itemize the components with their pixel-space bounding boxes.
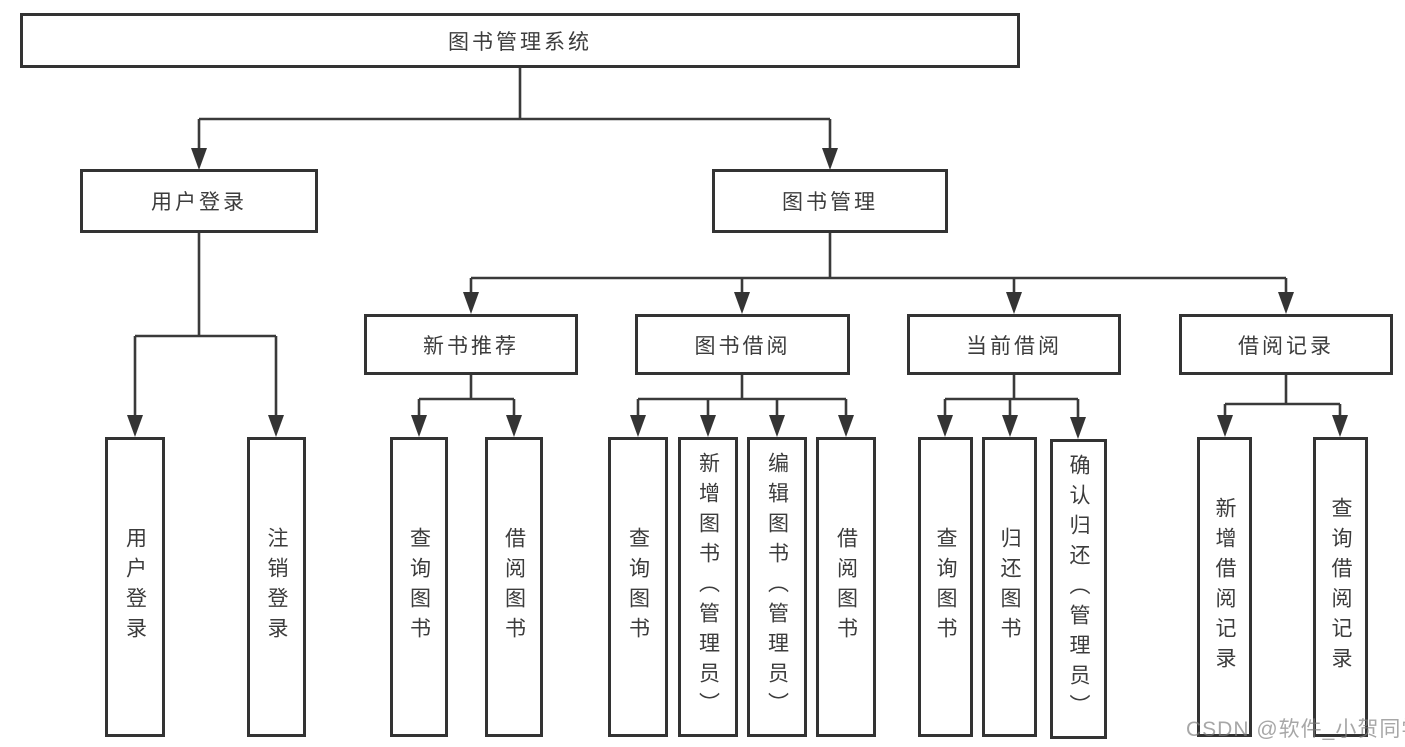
arrowhead-icon xyxy=(268,415,284,437)
leaf-borrowing-edit-books-admin: 编辑图书（管理员） xyxy=(747,437,807,737)
node-borrowing-records-label: 借阅记录 xyxy=(1238,334,1334,358)
leaf-newbook-query-books: 查询图书 xyxy=(390,437,448,737)
leaf-current-query-books: 查询图书 xyxy=(918,437,973,737)
leaf-records-query-borrow-record-label: 查询借阅记录 xyxy=(1329,497,1352,677)
leaf-logout: 注销登录 xyxy=(247,437,306,737)
leaf-borrowing-query-books-label: 查询图书 xyxy=(626,527,650,647)
node-root-system-label: 图书管理系统 xyxy=(448,30,592,54)
leaf-current-query-books-label: 查询图书 xyxy=(934,527,957,647)
leaf-borrowing-borrow-books: 借阅图书 xyxy=(816,437,876,737)
arrowhead-icon xyxy=(191,148,207,170)
leaf-current-confirm-return-admin: 确认归还（管理员） xyxy=(1050,439,1107,739)
arrowhead-icon xyxy=(838,415,854,437)
connector-current-borrow-to-leaves xyxy=(937,375,1086,439)
arrowhead-icon xyxy=(1278,292,1294,314)
arrowhead-icon xyxy=(734,292,750,314)
leaf-records-add-borrow-record: 新增借阅记录 xyxy=(1197,437,1252,737)
node-current-borrowing: 当前借阅 xyxy=(907,314,1121,375)
connector-records-to-leaves xyxy=(1217,375,1348,437)
node-current-borrowing-label: 当前借阅 xyxy=(966,334,1062,358)
leaf-current-return-books: 归还图书 xyxy=(982,437,1037,737)
arrowhead-icon xyxy=(769,415,785,437)
csdn-watermark: CSDN @软件_小贺同学 xyxy=(1186,718,1405,741)
leaf-newbook-borrow-books-label: 借阅图书 xyxy=(502,527,526,647)
leaf-records-query-borrow-record: 查询借阅记录 xyxy=(1313,437,1368,737)
node-new-book-recommend-label: 新书推荐 xyxy=(423,334,519,358)
connector-user-login-to-leaves xyxy=(127,233,284,437)
arrowhead-icon xyxy=(1002,415,1018,437)
node-borrowing-records: 借阅记录 xyxy=(1179,314,1393,375)
leaf-records-add-borrow-record-label: 新增借阅记录 xyxy=(1213,497,1236,677)
leaf-logout-label: 注销登录 xyxy=(265,527,288,647)
connector-book-mgmt-to-level3 xyxy=(463,233,1294,314)
node-root-system: 图书管理系统 xyxy=(20,13,1020,68)
node-user-login-label: 用户登录 xyxy=(151,191,247,214)
node-book-management-label: 图书管理 xyxy=(782,191,878,214)
arrowhead-icon xyxy=(1217,415,1233,437)
leaf-borrowing-borrow-books-label: 借阅图书 xyxy=(834,527,858,647)
arrowhead-icon xyxy=(937,415,953,437)
connector-root-to-level2 xyxy=(191,68,838,170)
leaf-borrowing-edit-books-admin-label: 编辑图书（管理员） xyxy=(765,452,789,722)
connector-book-borrow-to-leaves xyxy=(630,375,854,437)
connector-new-book-to-leaves xyxy=(411,375,522,437)
node-book-borrowing-label: 图书借阅 xyxy=(694,334,791,358)
leaf-newbook-query-books-label: 查询图书 xyxy=(407,527,431,647)
node-user-login: 用户登录 xyxy=(80,169,318,233)
leaf-borrowing-query-books: 查询图书 xyxy=(608,437,668,737)
leaf-borrowing-add-books-admin-label: 新增图书（管理员） xyxy=(696,452,720,722)
arrowhead-icon xyxy=(1006,292,1022,314)
arrowhead-icon xyxy=(1070,417,1086,439)
arrowhead-icon xyxy=(700,415,716,437)
arrowhead-icon xyxy=(506,415,522,437)
leaf-user-login-label: 用户登录 xyxy=(123,527,147,647)
arrowhead-icon xyxy=(463,292,479,314)
leaf-newbook-borrow-books: 借阅图书 xyxy=(485,437,543,737)
node-new-book-recommend: 新书推荐 xyxy=(364,314,578,375)
arrowhead-icon xyxy=(411,415,427,437)
leaf-borrowing-add-books-admin: 新增图书（管理员） xyxy=(678,437,738,737)
leaf-user-login: 用户登录 xyxy=(105,437,165,737)
arrowhead-icon xyxy=(822,148,838,170)
leaf-current-return-books-label: 归还图书 xyxy=(998,527,1021,647)
leaf-current-confirm-return-admin-label: 确认归还（管理员） xyxy=(1067,454,1090,724)
arrowhead-icon xyxy=(630,415,646,437)
node-book-management: 图书管理 xyxy=(712,169,948,233)
node-book-borrowing: 图书借阅 xyxy=(635,314,850,375)
arrowhead-icon xyxy=(127,415,143,437)
arrowhead-icon xyxy=(1332,415,1348,437)
